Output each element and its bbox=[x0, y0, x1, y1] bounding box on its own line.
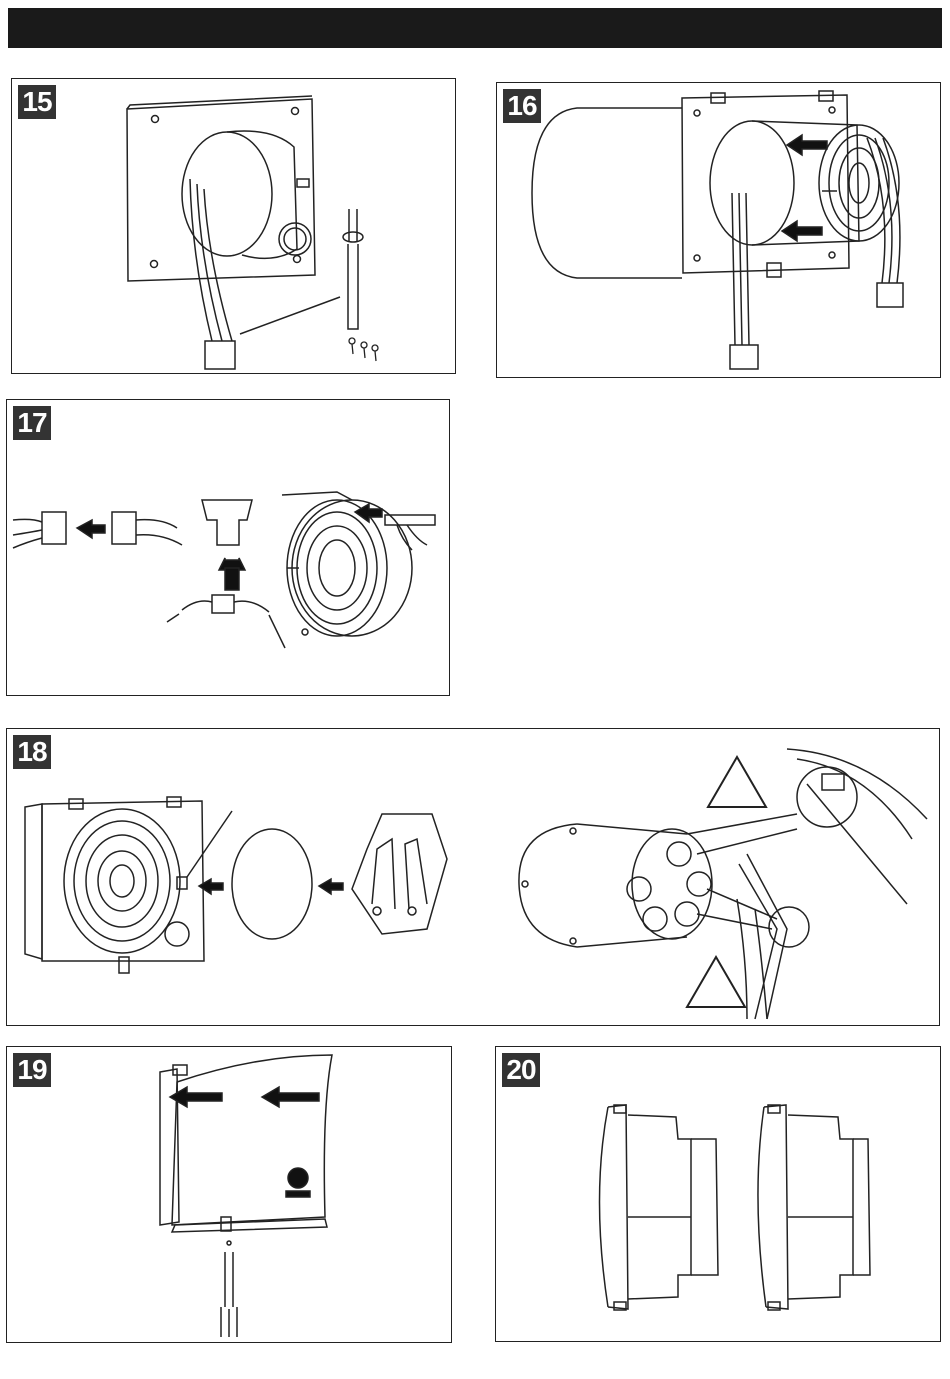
step-16-panel: 16 bbox=[496, 82, 941, 378]
step-15-illustration bbox=[12, 79, 456, 374]
step-number-badge: 20 bbox=[502, 1053, 540, 1087]
step-19-illustration bbox=[7, 1047, 452, 1343]
step-16-illustration bbox=[497, 83, 941, 378]
step-20-illustration bbox=[496, 1047, 941, 1342]
step-number-badge: 15 bbox=[18, 85, 56, 119]
step-15-panel: 15 bbox=[11, 78, 456, 374]
step-19-panel: 19 bbox=[6, 1046, 452, 1343]
step-17-illustration bbox=[7, 400, 450, 696]
step-number-badge: 18 bbox=[13, 735, 51, 769]
step-17-panel: 17 bbox=[6, 399, 450, 696]
step-18-panel: 18 bbox=[6, 728, 940, 1026]
step-number-badge: 17 bbox=[13, 406, 51, 440]
header-bar bbox=[8, 8, 942, 48]
step-number-badge: 19 bbox=[13, 1053, 51, 1087]
step-number-badge: 16 bbox=[503, 89, 541, 123]
step-18-illustration bbox=[7, 729, 940, 1026]
step-20-panel: 20 bbox=[495, 1046, 941, 1342]
